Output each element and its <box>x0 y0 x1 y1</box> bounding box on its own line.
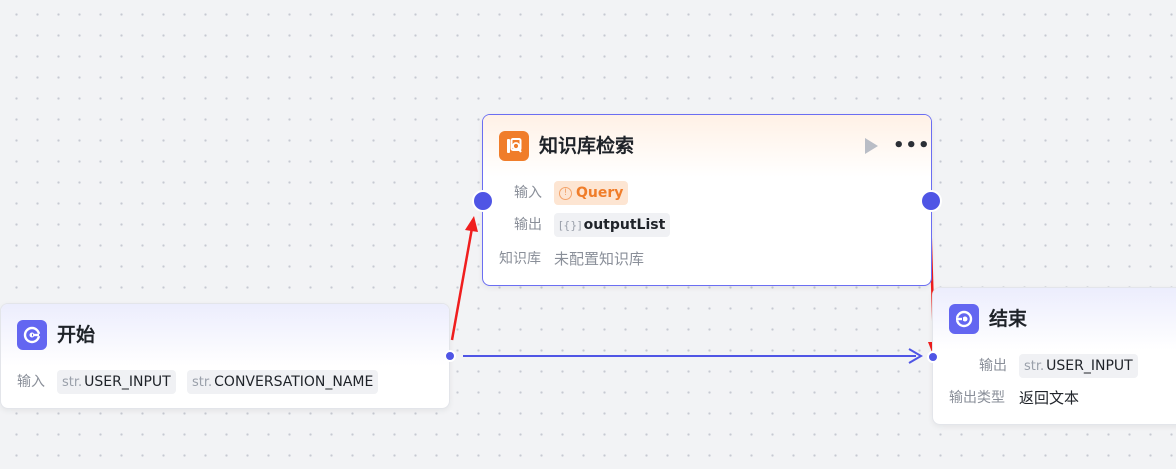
knowledge-input-chip[interactable]: ! Query <box>554 181 629 205</box>
end-output-label: 输出 <box>979 358 1007 374</box>
type-label: str. <box>1024 358 1045 374</box>
array-object-icon: [{}] <box>559 218 582 232</box>
play-icon[interactable] <box>865 138 878 154</box>
knowledge-input-port[interactable] <box>472 190 494 212</box>
variable-name: CONVERSATION_NAME <box>214 374 374 390</box>
end-node-icon <box>949 304 979 334</box>
knowledge-base-icon <box>499 131 529 161</box>
variable-name: Query <box>576 185 624 201</box>
end-output-kind-value[interactable]: 返回文本 <box>1019 389 1080 407</box>
knowledge-output-port[interactable] <box>920 190 942 212</box>
warning-icon: ! <box>559 186 572 200</box>
end-input-port[interactable] <box>927 351 939 363</box>
variable-name: USER_INPUT <box>84 374 171 390</box>
end-output-kind-label: 输出类型 <box>949 390 1005 406</box>
knowledge-kb-value[interactable]: 未配置知识库 <box>554 250 645 268</box>
end-node[interactable]: 结束 输出 str. USER_INPUT 输出类型 返回文本 <box>932 287 1176 425</box>
knowledge-kb-label: 知识库 <box>499 251 541 267</box>
knowledge-node[interactable]: 知识库检索 ••• 输入 ! Query 输出 [{}] outputList … <box>482 114 932 286</box>
annotation-arrow-to-knowledge <box>450 216 478 341</box>
knowledge-input-label: 输入 <box>514 185 542 201</box>
knowledge-output-chip[interactable]: [{}] outputList <box>554 213 671 237</box>
type-label: str. <box>192 374 213 390</box>
start-output-port[interactable] <box>444 350 456 362</box>
start-input-label: 输入 <box>17 374 45 390</box>
start-node-icon <box>17 320 47 350</box>
variable-name: USER_INPUT <box>1046 358 1133 374</box>
edge-start-to-end[interactable] <box>463 348 923 364</box>
knowledge-node-title: 知识库检索 <box>539 135 635 157</box>
start-node-header <box>1 304 449 366</box>
start-input-chip[interactable]: str. CONVERSATION_NAME <box>187 370 379 394</box>
start-node[interactable]: 开始 输入 str. USER_INPUT str. CONVERSATION_… <box>0 303 450 409</box>
knowledge-node-header <box>483 115 931 177</box>
type-label: str. <box>62 374 83 390</box>
start-node-title: 开始 <box>57 324 96 346</box>
more-dots-icon[interactable]: ••• <box>893 135 931 156</box>
knowledge-output-label: 输出 <box>514 217 542 233</box>
variable-name: outputList <box>583 217 666 233</box>
start-input-chip[interactable]: str. USER_INPUT <box>57 370 176 394</box>
end-output-chip[interactable]: str. USER_INPUT <box>1019 354 1138 378</box>
end-node-title: 结束 <box>989 308 1028 330</box>
